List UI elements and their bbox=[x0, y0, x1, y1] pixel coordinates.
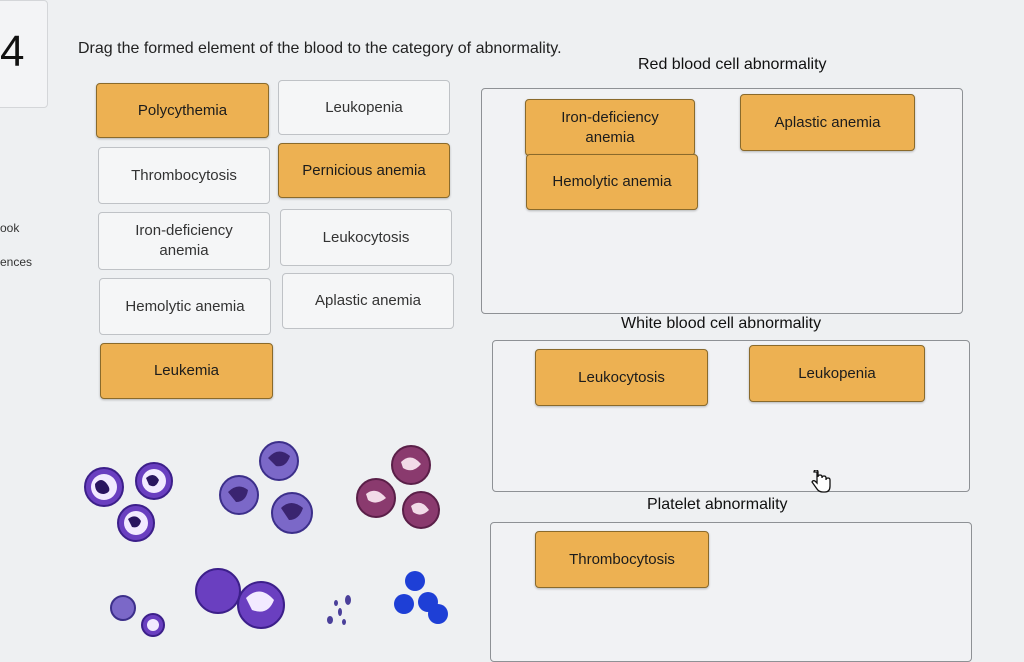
red-zone-tile-iron-deficiency-anemia[interactable]: Iron-deficiency anemia bbox=[525, 99, 695, 156]
bank-slot-leukopenia: Leukopenia bbox=[278, 80, 450, 135]
platelet-zone-label: Platelet abnormality bbox=[647, 496, 788, 513]
red-zone-tile-hemolytic-anemia[interactable]: Hemolytic anemia bbox=[526, 154, 698, 210]
question-number: 4 bbox=[0, 27, 25, 76]
ebook-link[interactable]: ook bbox=[0, 221, 20, 235]
hand-cursor-icon bbox=[811, 470, 831, 493]
monocyte-cluster-image[interactable] bbox=[219, 441, 313, 534]
platelet-zone-tile-thrombocytosis[interactable]: Thrombocytosis bbox=[535, 531, 709, 588]
blood-cell-images bbox=[84, 441, 448, 637]
neutrophil-cluster-image[interactable] bbox=[84, 462, 173, 542]
bank-slot-iron-deficiency-anemia: Iron-deficiency anemia bbox=[98, 212, 270, 270]
white-zone-label: White blood cell abnormality bbox=[621, 315, 822, 332]
platelet-fragments-image[interactable] bbox=[327, 595, 351, 625]
red-zone-tile-aplastic-anemia[interactable]: Aplastic anemia bbox=[740, 94, 915, 151]
bank-tile-leukemia[interactable]: Leukemia bbox=[100, 343, 273, 399]
eosinophil-cluster-image[interactable] bbox=[356, 445, 440, 529]
large-monocyte-image[interactable] bbox=[195, 568, 285, 629]
bank-slot-thrombocytosis: Thrombocytosis bbox=[98, 147, 270, 204]
question-nav-panel[interactable] bbox=[0, 0, 48, 108]
red-zone-label: Red blood cell abnormality bbox=[638, 56, 827, 73]
red-blood-cell-cluster-image[interactable] bbox=[394, 571, 448, 624]
references-link[interactable]: ences bbox=[0, 255, 33, 269]
bank-slot-hemolytic-anemia: Hemolytic anemia bbox=[99, 278, 271, 335]
lymphocyte-image[interactable] bbox=[110, 595, 165, 637]
white-zone-tile-leukocytosis[interactable]: Leukocytosis bbox=[535, 349, 708, 406]
instruction-text: Drag the formed element of the blood to … bbox=[78, 40, 562, 57]
bank-slot-leukocytosis: Leukocytosis bbox=[280, 209, 452, 266]
white-zone-tile-leukopenia[interactable]: Leukopenia bbox=[749, 345, 925, 402]
bank-tile-polycythemia[interactable]: Polycythemia bbox=[96, 83, 269, 138]
bank-tile-pernicious-anemia[interactable]: Pernicious anemia bbox=[278, 143, 450, 198]
bank-slot-aplastic-anemia: Aplastic anemia bbox=[282, 273, 454, 329]
